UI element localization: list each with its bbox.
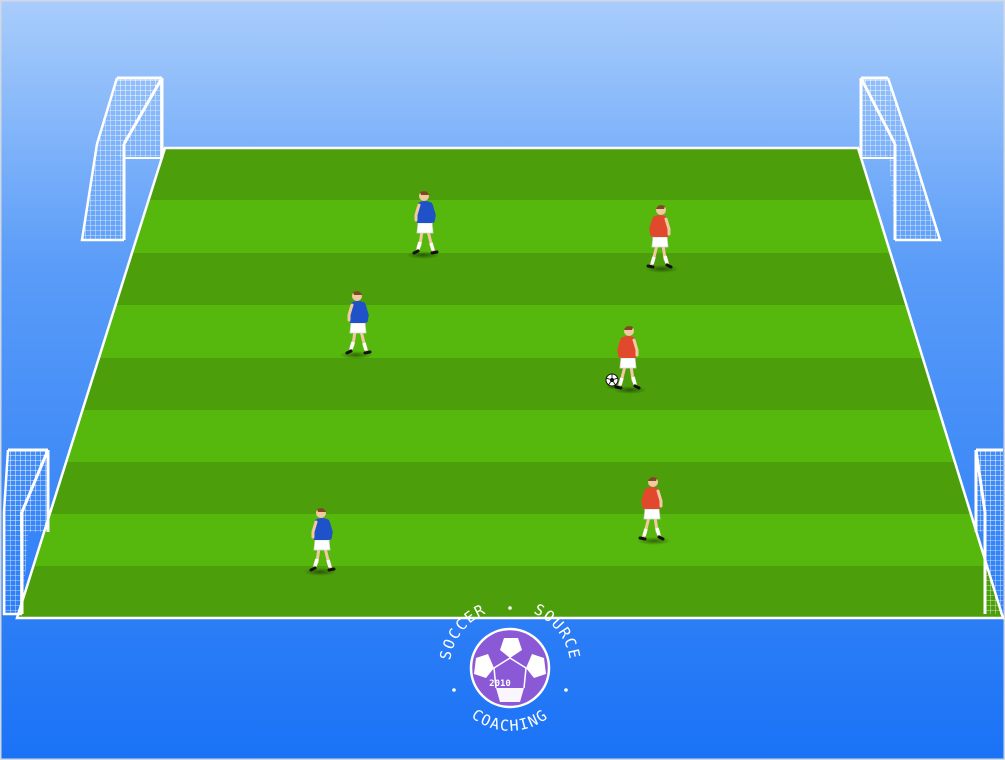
pitch — [0, 148, 1005, 618]
logo-ball-icon: 2010 — [471, 629, 549, 707]
logo-dot-left — [452, 688, 456, 692]
logo-dot-right — [564, 688, 568, 692]
logo-dot-top — [508, 606, 512, 610]
logo-year: 2010 — [489, 679, 511, 689]
